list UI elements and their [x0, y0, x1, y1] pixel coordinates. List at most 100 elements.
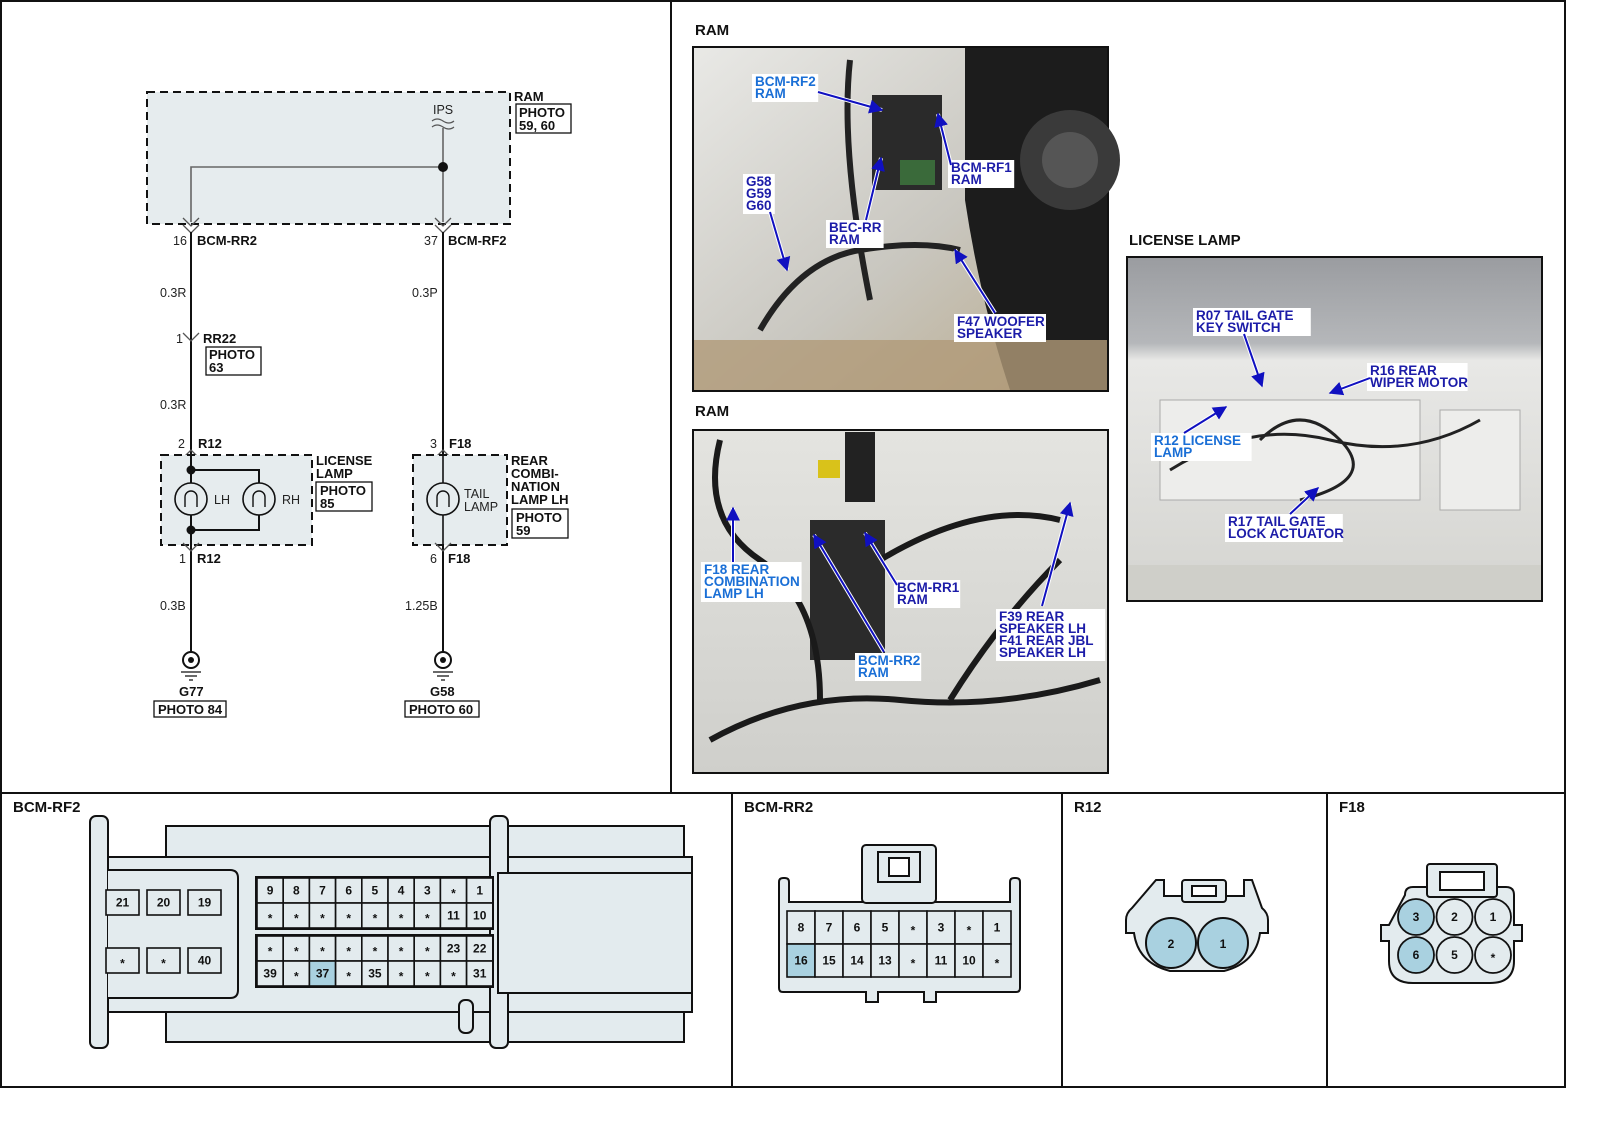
connector-pin: *	[954, 910, 984, 945]
pin-label: 5	[372, 884, 379, 898]
connector-pin: *	[334, 960, 363, 987]
pin-label: 20	[157, 896, 171, 910]
callout-label: SPEAKER	[957, 326, 1023, 341]
callout-background	[855, 653, 922, 681]
callout-label: RAM	[951, 172, 982, 187]
connector-pin: *	[982, 943, 1012, 978]
connector-pin: 35	[360, 960, 389, 987]
callout-label: LAMP LH	[704, 586, 764, 601]
unused-pin-label: *	[995, 957, 1000, 971]
wire-spec: 0.3P	[412, 286, 438, 300]
connector-pin: *	[308, 935, 337, 962]
pin-cell	[870, 943, 900, 978]
connector-pin: 8	[786, 910, 816, 945]
unused-pin-label: *	[120, 957, 125, 971]
connector-pin: *	[282, 960, 311, 987]
connector-pin: 3	[926, 910, 956, 945]
pin-cell	[105, 947, 140, 974]
pin-label: 15	[822, 954, 836, 968]
connector-title: BCM-RF2	[13, 799, 81, 816]
callout-label: LOCK ACTUATOR	[1228, 526, 1344, 541]
connector-pin: *	[360, 935, 389, 962]
connector-pin: 5	[360, 877, 389, 904]
callout-label: F47 WOOFER	[957, 314, 1045, 329]
pin-cell	[439, 935, 468, 962]
connector-label: BCM-RR2	[197, 233, 257, 248]
pin-number: 6	[430, 552, 437, 566]
wire-spec: 1.25B	[405, 599, 438, 613]
pin-number: 1	[179, 552, 186, 566]
connector-pin: 4	[387, 877, 416, 904]
component-label: LAMP LH	[511, 492, 569, 507]
pin-cell	[786, 943, 816, 978]
unused-pin-label: *	[399, 970, 404, 984]
photo-ref: PHOTO 84	[158, 702, 223, 717]
wire-spec: 0.3B	[160, 599, 186, 613]
pin-label: 3	[1413, 910, 1420, 924]
pin-circle	[1435, 898, 1474, 936]
connector-pin: *	[146, 947, 181, 974]
pin-label: 11	[447, 909, 460, 923]
pin-circle	[1397, 936, 1435, 974]
bulb-label: LAMP	[464, 500, 498, 514]
callout-arrow-icon	[1183, 406, 1228, 434]
callout-label: R17 TAIL GATE	[1228, 514, 1326, 529]
connector-pin: 39	[256, 960, 285, 987]
connector-pin: *	[439, 877, 468, 904]
callout-label: COMBINATION	[704, 574, 800, 589]
pin-label: 1	[1490, 910, 1497, 924]
connector-pin: 20	[146, 889, 181, 916]
connector-pin: *	[387, 935, 416, 962]
bulb-tail-icon	[426, 482, 460, 516]
connector-pin: *	[256, 902, 285, 929]
connector-pin: 1	[982, 910, 1012, 945]
pin-label: 10	[473, 909, 487, 923]
bulb-lh-icon	[174, 482, 208, 516]
connector-title: F18	[1339, 799, 1365, 816]
connector-pin: *	[387, 902, 416, 929]
connector-pin: 19	[187, 889, 222, 916]
callout-label: RAM	[897, 592, 928, 607]
wire-spec: 0.3R	[160, 286, 186, 300]
pin-cell	[360, 960, 389, 987]
connector-pin: *	[413, 935, 442, 962]
pin-label: 1	[1220, 937, 1227, 951]
pin-cell	[282, 935, 311, 962]
connector-pin: 1	[1474, 898, 1512, 936]
callout-label: BCM-RR2	[858, 653, 920, 668]
pin-cell	[187, 889, 222, 916]
pin-label: 3	[938, 921, 945, 935]
unused-pin-label: *	[967, 924, 972, 938]
pin-label: 10	[962, 954, 976, 968]
callout-label: KEY SWITCH	[1196, 320, 1281, 335]
pin-cell	[842, 910, 872, 945]
photo-ref: PHOTO 60	[409, 702, 473, 717]
ground-label: G77	[179, 684, 204, 699]
connector-rr22-symbol	[182, 332, 200, 342]
pin-label: 37	[316, 967, 330, 981]
pin-circle	[1435, 936, 1474, 974]
pin-cell	[439, 960, 468, 987]
connector-pin: *	[334, 902, 363, 929]
pin-label: 6	[1413, 948, 1420, 962]
callout-background	[1151, 433, 1252, 461]
schematic: RAM PHOTO 59, 60 IPS 16 BCM-RR2 0.3R 1 R…	[146, 89, 572, 718]
callout-label: RAM	[858, 665, 889, 680]
pin-label: 8	[798, 921, 805, 935]
bulb-label: RH	[282, 493, 300, 507]
unused-pin-label: *	[425, 945, 430, 959]
pin-cell	[360, 902, 389, 929]
callout-background	[752, 74, 819, 102]
pin-cell	[439, 877, 468, 904]
unused-pin-label: *	[346, 945, 351, 959]
photo-ref-num: 59	[516, 523, 530, 538]
unused-pin-label: *	[346, 912, 351, 926]
connector-pin: 31	[465, 960, 494, 987]
unused-pin-label: *	[161, 957, 166, 971]
connector-label: BCM-RF2	[448, 233, 507, 248]
pin-cell	[334, 877, 363, 904]
